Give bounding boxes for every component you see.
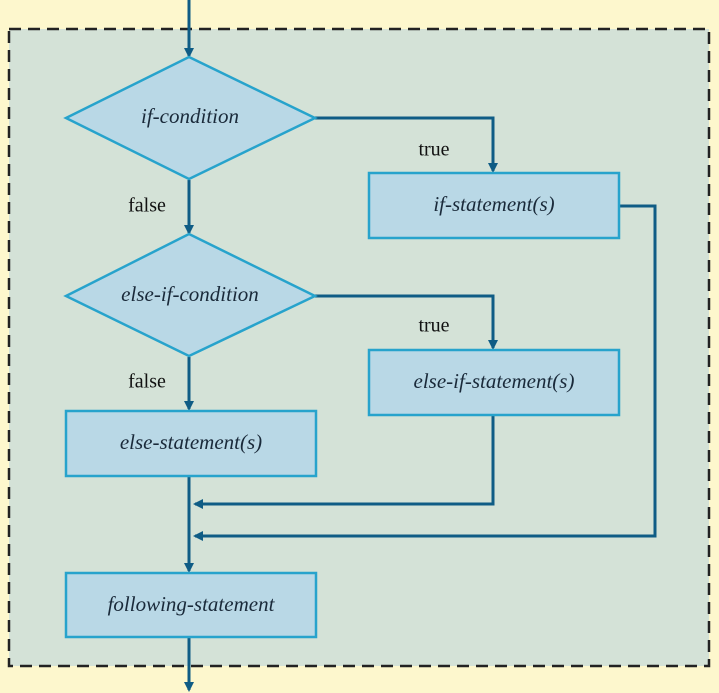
following-statement-box bbox=[64, 571, 318, 639]
if-false-label: false bbox=[128, 195, 166, 217]
else-if-condition-label: else-if-condition bbox=[121, 282, 259, 306]
else-statements-box bbox=[64, 409, 318, 478]
if-true-arrow bbox=[315, 116, 498, 173]
else-if-statements-label: else-if-statement(s) bbox=[414, 369, 575, 393]
if-statements-return-arrow bbox=[193, 204, 657, 541]
else-if-statements-box bbox=[367, 348, 621, 417]
if-statements-box bbox=[367, 171, 621, 240]
if-statements-label: if-statement(s) bbox=[433, 192, 554, 216]
else-if-false-label: false bbox=[128, 371, 166, 393]
if-condition-label: if-condition bbox=[141, 104, 239, 128]
else-statements-label: else-statement(s) bbox=[120, 430, 262, 454]
else-if-condition-diamond bbox=[63, 232, 318, 358]
else-if-true-label: true bbox=[418, 315, 449, 337]
else-if-statements-return-arrow bbox=[193, 415, 495, 509]
else-if-true-arrow bbox=[315, 294, 498, 350]
if-true-label: true bbox=[418, 139, 449, 161]
if-condition-diamond bbox=[63, 55, 318, 181]
following-statement-label: following-statement bbox=[108, 592, 276, 616]
